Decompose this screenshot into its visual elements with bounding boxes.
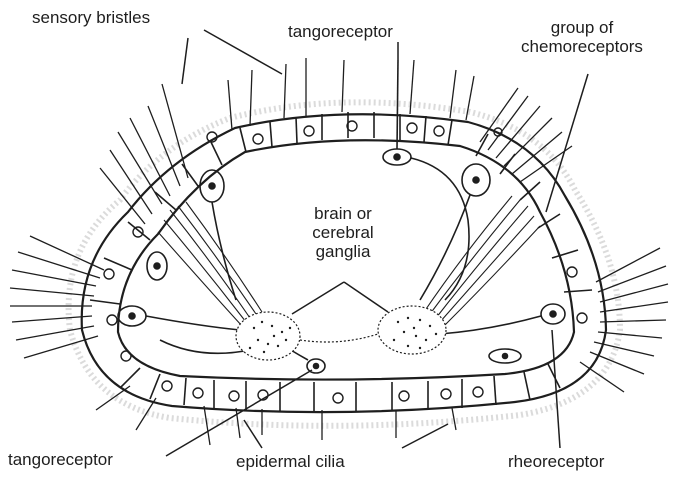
- label-brain-line1: brain or: [278, 204, 408, 223]
- right-ganglion: [378, 306, 446, 354]
- body-wall: [82, 114, 606, 412]
- label-rheoreceptor: rheoreceptor: [508, 452, 604, 471]
- leader-sensory-bristles-b: [182, 38, 188, 84]
- leader-brain-right: [344, 282, 388, 312]
- label-chemoreceptors-line2: chemoreceptors: [492, 37, 672, 56]
- label-chemoreceptors-line1: group of: [492, 18, 672, 37]
- ganglia-commissure: [300, 334, 378, 342]
- label-brain-line2: cerebral: [278, 223, 408, 242]
- label-tangoreceptor-bottom: tangoreceptor: [8, 450, 113, 469]
- label-tangoreceptor-top: tangoreceptor: [288, 22, 393, 41]
- leader-brain-left: [292, 282, 344, 314]
- label-chemoreceptors: group of chemoreceptors: [492, 18, 672, 56]
- label-sensory-bristles: sensory bristles: [32, 8, 150, 27]
- leader-rheoreceptor: [552, 330, 560, 448]
- label-epidermal-cilia: epidermal cilia: [236, 452, 345, 471]
- leader-tangoreceptor-bottom: [166, 370, 312, 456]
- leader-sensory-bristles-a: [204, 30, 282, 74]
- left-ganglion: [236, 312, 300, 360]
- epidermal-cell-walls: [90, 112, 592, 412]
- leader-epidermal-cilia-b: [402, 424, 448, 448]
- label-brain: brain or cerebral ganglia: [278, 204, 408, 261]
- outer-epidermis-contour: [82, 114, 606, 412]
- leader-chemoreceptors: [546, 74, 588, 212]
- stippled-surface: [69, 102, 620, 425]
- cerebral-ganglia: [236, 306, 446, 360]
- label-brain-line3: ganglia: [278, 242, 408, 261]
